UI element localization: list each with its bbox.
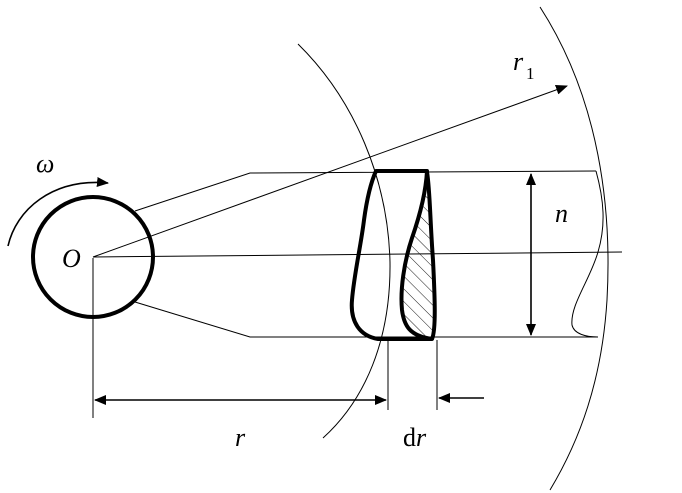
outer-arc <box>539 6 609 491</box>
lower-outline <box>134 301 598 338</box>
outer-profile <box>571 170 604 338</box>
height-label: n <box>555 199 568 228</box>
outer-radius-label: r <box>513 47 524 76</box>
rotation-arrow <box>7 177 109 247</box>
outer-radius-line <box>92 85 568 258</box>
dr-label-prefix: d <box>403 423 416 452</box>
upper-outline <box>134 170 597 212</box>
dr-label: dr <box>403 423 427 452</box>
dr-label-var: r <box>416 423 427 452</box>
inner-arc <box>297 43 391 439</box>
outer-radius-subscript: 1 <box>526 64 535 83</box>
omega-label: ω <box>36 149 54 178</box>
origin-label: O <box>62 244 81 273</box>
radius-label: r <box>235 423 246 452</box>
